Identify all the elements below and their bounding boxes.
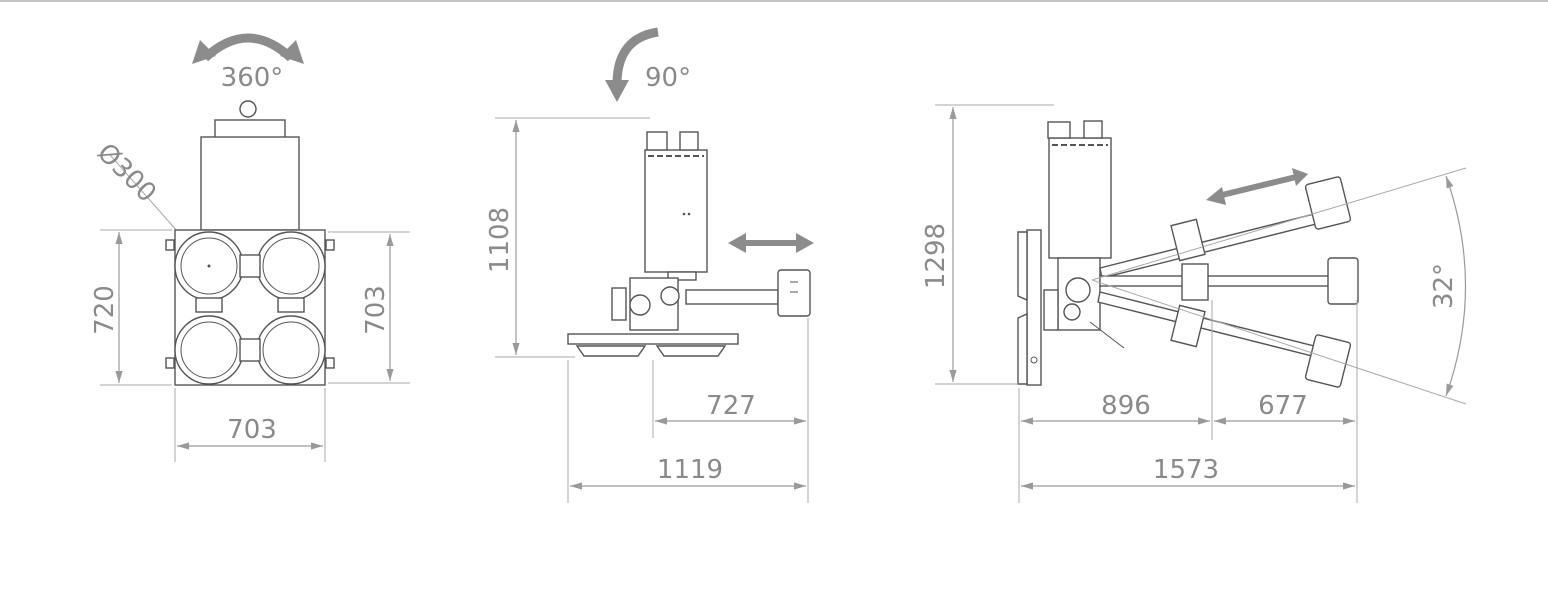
height-right-dimension: 703 xyxy=(361,285,391,335)
side-arm-dimension: 727 xyxy=(706,391,756,421)
base-plate xyxy=(567,333,739,357)
arm-positions xyxy=(1097,176,1359,388)
rotation-label: 360° xyxy=(221,63,284,93)
housing xyxy=(644,131,708,281)
width-bottom-dimension: 703 xyxy=(227,415,277,445)
arm-middle xyxy=(1099,257,1359,305)
arm-lower xyxy=(1097,291,1352,388)
tilted-base-width-dimension: 896 xyxy=(1101,391,1151,421)
lifting-mechanism xyxy=(611,269,811,331)
tilt-angle-label: 32° xyxy=(1429,263,1459,309)
rotation-360-icon xyxy=(192,33,304,64)
tilted-view: 32° 1298 896 677 1573 xyxy=(921,104,1467,503)
pad-diameter-label: Ø300 xyxy=(91,138,162,209)
side-total-width-dimension: 1119 xyxy=(657,455,723,485)
housing xyxy=(1047,120,1112,259)
diagonal-move-icon xyxy=(1206,168,1308,205)
tilted-height-dimension: 1298 xyxy=(921,223,951,289)
housing xyxy=(200,100,300,231)
tilt-90-icon xyxy=(605,27,659,102)
tilt-label: 90° xyxy=(645,63,691,93)
horizontal-move-icon xyxy=(728,233,814,253)
top-view: 360° Ø300 720 xyxy=(90,33,410,462)
arm-upper xyxy=(1099,176,1352,279)
tilted-total-width-dimension: 1573 xyxy=(1153,455,1219,485)
vertical-pad-plate xyxy=(1017,229,1042,386)
height-left-dimension: 720 xyxy=(90,285,120,335)
top-border-line xyxy=(0,0,1548,2)
tilted-arm-dimension: 677 xyxy=(1258,391,1308,421)
tilt-mechanism xyxy=(1043,257,1125,349)
suction-pads xyxy=(174,231,326,385)
side-height-dimension: 1108 xyxy=(485,207,515,273)
side-view: 90° xyxy=(485,27,814,503)
